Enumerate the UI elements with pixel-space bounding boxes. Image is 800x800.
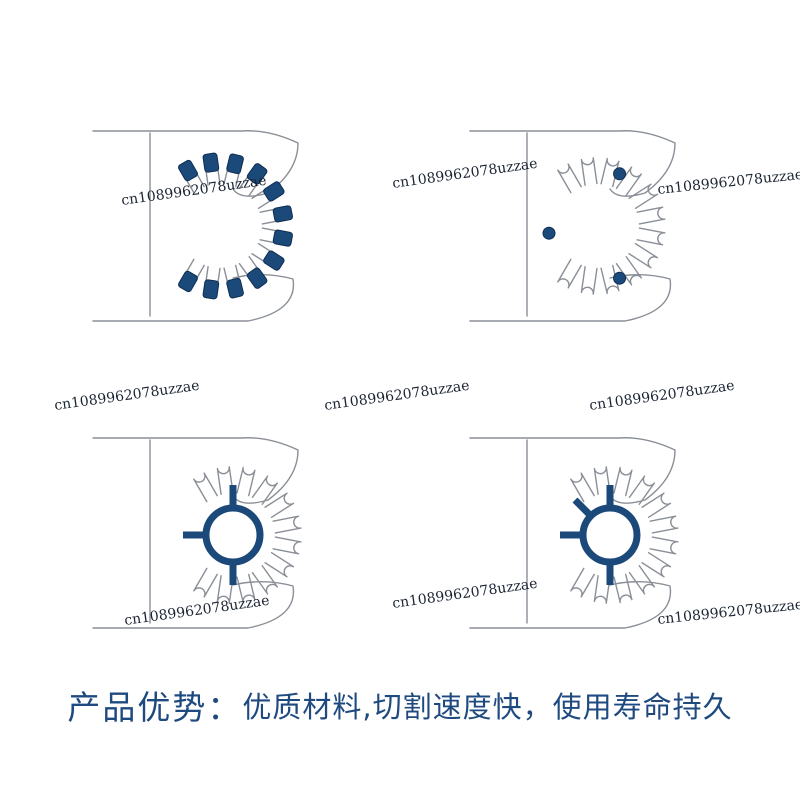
slot-outline bbox=[636, 206, 666, 225]
slot-outline bbox=[580, 157, 598, 186]
slot-outline bbox=[613, 466, 633, 497]
slot-mark bbox=[202, 152, 220, 173]
slot-outline bbox=[557, 163, 582, 194]
slot-outline bbox=[216, 466, 234, 495]
slot-outline bbox=[193, 567, 218, 598]
slot-outline bbox=[641, 551, 672, 578]
slot-ring-2 bbox=[542, 157, 666, 295]
watermark-7: cn1089962078uzzae bbox=[123, 593, 270, 629]
watermark-9: cn1089962078uzzae bbox=[657, 597, 800, 628]
slot-outline bbox=[628, 565, 656, 595]
caption-description: 优质材料,切割速度快，使用寿命持久 bbox=[242, 690, 733, 724]
slot-outline bbox=[570, 567, 595, 598]
slot-outline bbox=[193, 472, 218, 503]
panel-hub-star bbox=[469, 437, 679, 629]
slot-mark bbox=[263, 181, 285, 202]
watermark-8: cn1089962078uzzae bbox=[391, 576, 538, 612]
slot-outline bbox=[615, 166, 643, 196]
slot-outline bbox=[236, 573, 256, 604]
slot-outline bbox=[580, 266, 598, 295]
panel-dots bbox=[469, 130, 676, 322]
slot-mark bbox=[246, 267, 268, 289]
slot-outline bbox=[236, 466, 256, 497]
watermark-4: cn1089962078uzzae bbox=[53, 378, 200, 414]
slot-ring-4 bbox=[560, 466, 679, 604]
caption-label: 产品优势： bbox=[67, 688, 243, 727]
slot-mark bbox=[272, 205, 293, 223]
slot-outline bbox=[264, 551, 295, 578]
slot-mark bbox=[178, 270, 198, 293]
slot-mark bbox=[178, 159, 198, 182]
slot-mark bbox=[263, 250, 285, 271]
slot-outline bbox=[600, 157, 620, 188]
slot-outline bbox=[628, 183, 659, 210]
slot-outline bbox=[251, 475, 279, 505]
slot-outline bbox=[615, 256, 643, 286]
slot-outline bbox=[570, 472, 595, 503]
slot-ring-1 bbox=[178, 152, 293, 300]
slot-outline bbox=[649, 515, 679, 534]
slot-outline bbox=[216, 575, 234, 604]
slot-outline bbox=[264, 492, 295, 519]
locating-dot bbox=[613, 271, 627, 285]
watermark-2: cn1089962078uzzae bbox=[391, 156, 538, 192]
locating-dot bbox=[542, 226, 556, 240]
slot-outline bbox=[613, 573, 633, 604]
watermark-5: cn1089962078uzzae bbox=[323, 378, 470, 414]
slot-outline bbox=[557, 258, 582, 289]
slot-outline bbox=[593, 575, 611, 604]
hub-arm bbox=[572, 497, 594, 519]
slot-mark bbox=[226, 277, 244, 299]
slot-outline bbox=[628, 475, 656, 505]
locating-dot bbox=[613, 167, 627, 181]
slot-outline bbox=[272, 536, 302, 555]
slot-mark bbox=[272, 229, 293, 247]
watermark-1: cn1089962078uzzae bbox=[120, 173, 267, 209]
slot-outline bbox=[649, 536, 679, 555]
watermark-6: cn1089962078uzzae bbox=[588, 378, 735, 414]
slot-outline bbox=[593, 466, 611, 495]
slot-outline bbox=[628, 242, 659, 269]
panel-hub-cross bbox=[92, 437, 302, 629]
panel-teeth-filled bbox=[92, 130, 299, 322]
slot-outline bbox=[600, 264, 620, 295]
slot-ring-3 bbox=[183, 466, 302, 604]
product-advantage-caption: 产品优势： 优质材料,切割速度快，使用寿命持久 bbox=[0, 680, 800, 730]
slot-mark bbox=[202, 279, 220, 300]
slot-outline bbox=[636, 227, 666, 246]
slot-mark bbox=[246, 163, 268, 185]
slot-outline bbox=[251, 565, 279, 595]
watermark-layer: cn1089962078uzzae cn1089962078uzzae cn10… bbox=[53, 156, 800, 629]
hub-ring bbox=[202, 504, 264, 566]
slot-outline bbox=[641, 492, 672, 519]
slot-outline bbox=[272, 515, 302, 534]
watermark-3: cn1089962078uzzae bbox=[657, 167, 800, 198]
slot-mark bbox=[226, 153, 244, 175]
